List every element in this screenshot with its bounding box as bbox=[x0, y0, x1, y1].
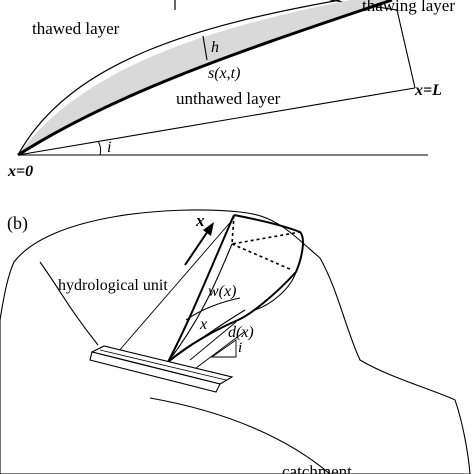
hillslope-inner-line-1 bbox=[167, 243, 233, 363]
x-equals-0-label: x=0 bbox=[7, 163, 33, 180]
right-boundary-line bbox=[396, 9, 416, 89]
ground-surface-curve bbox=[17, 0, 341, 156]
thawed-layer-label: thawed layer bbox=[32, 19, 120, 38]
hillslope-hidden-edge-2 bbox=[231, 243, 293, 271]
hillslope-lower-outline bbox=[254, 271, 297, 311]
x-inner-label: x bbox=[199, 316, 207, 333]
panel-b: (b) bbox=[0, 209, 471, 474]
hydrological-unit-label: hydrological unit bbox=[58, 277, 168, 294]
stream-line bbox=[149, 397, 331, 474]
hillslope-top-edge bbox=[233, 214, 304, 273]
hillslope-hidden-edge-1 bbox=[231, 214, 301, 245]
slope-triangle bbox=[210, 339, 237, 358]
w-x-label: w(x) bbox=[208, 283, 236, 300]
width-wx-bracket bbox=[185, 297, 241, 321]
channel-trough-inner bbox=[99, 349, 227, 381]
freezing-front-curve bbox=[17, 0, 393, 157]
unthawed-layer-label: unthawed layer bbox=[176, 89, 281, 108]
x-axis-arrowhead bbox=[203, 222, 214, 236]
depth-guide-2 bbox=[195, 331, 245, 369]
hillslope-left-edge bbox=[167, 214, 235, 363]
slope-i-label-b: i bbox=[238, 340, 242, 356]
panel-a: thawed layer thawing layer h s(x,t) unth… bbox=[7, 0, 455, 180]
x-axis-arrow-shaft bbox=[184, 227, 211, 266]
d-x-label: d(x) bbox=[228, 324, 254, 341]
hillslope-axis-line bbox=[117, 217, 235, 353]
catchment-label: catchment bbox=[282, 462, 352, 474]
h-label: h bbox=[211, 39, 219, 56]
x-axis-label: x bbox=[195, 211, 205, 230]
channel-trough-side bbox=[89, 351, 221, 393]
thawing-layer-label: thawing layer bbox=[362, 0, 455, 15]
panel-b-label: (b) bbox=[7, 213, 28, 234]
slope-angle-arc bbox=[97, 140, 102, 156]
hillslope-inner-line-2 bbox=[167, 309, 246, 363]
thickness-h-marker bbox=[202, 35, 208, 61]
inclined-base-line bbox=[17, 87, 416, 156]
x-equals-L-label: x=L bbox=[414, 82, 442, 99]
depth-guide-1 bbox=[189, 321, 237, 361]
s-xt-label: s(x,t) bbox=[208, 65, 240, 82]
catchment-outer-boundary bbox=[0, 209, 471, 474]
slope-i-label-a: i bbox=[107, 139, 111, 156]
catchment-inner-ridge bbox=[39, 261, 99, 346]
